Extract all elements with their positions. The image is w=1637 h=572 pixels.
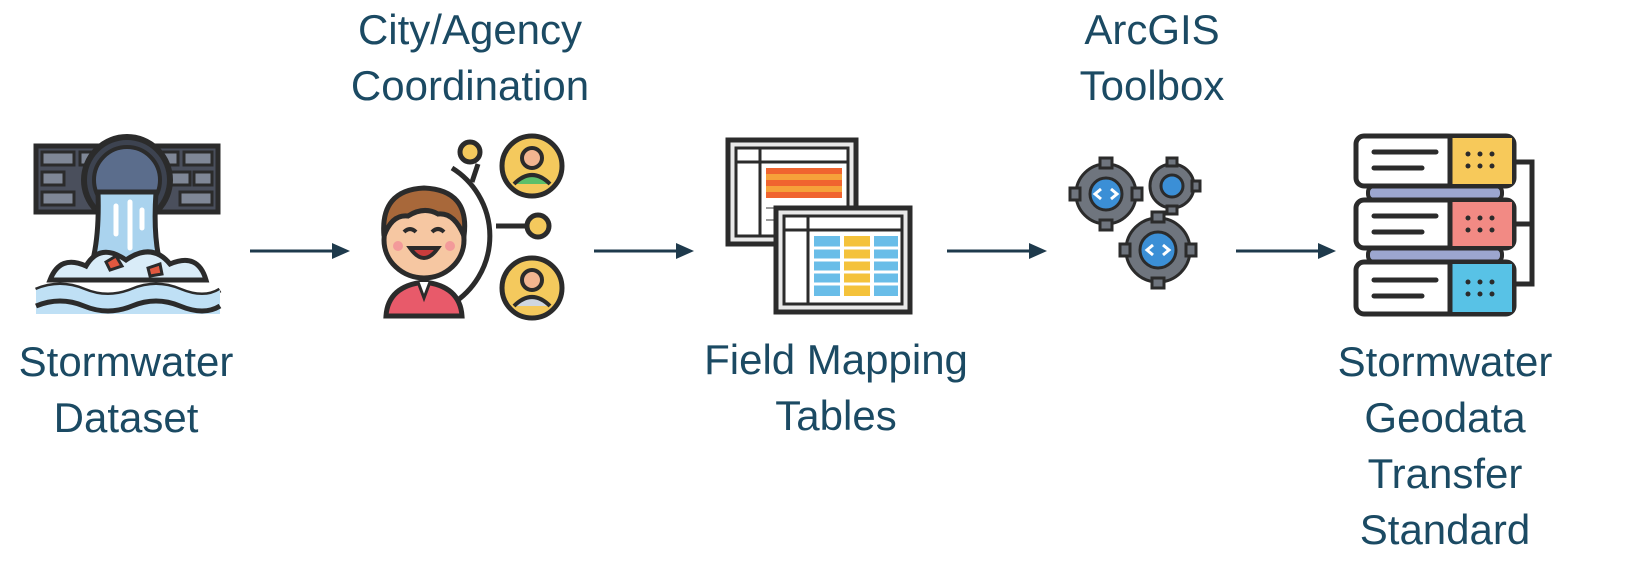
label-line: Tables: [775, 392, 897, 439]
label-line: Stormwater: [18, 338, 234, 385]
flow-arrow: [250, 243, 350, 259]
label-line: Transfer: [1367, 450, 1523, 497]
label-line: Standard: [1359, 506, 1531, 553]
label-line: Dataset: [53, 394, 199, 441]
flow-arrow: [594, 243, 694, 259]
pipe-outfall-icon: [33, 134, 222, 314]
label-line: Toolbox: [1079, 62, 1225, 109]
label-line: Geodata: [1364, 394, 1526, 441]
label-line: Field Mapping: [704, 336, 968, 383]
label-line: Coordination: [350, 62, 590, 109]
label-city-agency-coordination: City/Agency Coordination: [351, 2, 589, 114]
label-stormwater-dataset: Stormwater Dataset: [19, 334, 234, 446]
label-arcgis-toolbox: ArcGIS Toolbox: [1080, 2, 1225, 114]
spreadsheet-tables-icon: [725, 137, 913, 315]
label-field-mapping-tables: Field Mapping Tables: [704, 332, 968, 444]
label-line: Stormwater: [1337, 338, 1553, 385]
label-stormwater-geodata-transfer-standard: Stormwater Geodata Transfer Standard: [1338, 334, 1553, 558]
flow-arrow: [947, 243, 1047, 259]
label-line: City/Agency: [357, 6, 583, 53]
people-network-icon: [381, 133, 565, 321]
gears-code-icon: [1068, 156, 1202, 290]
server-stack-icon: [1353, 133, 1535, 317]
label-line: ArcGIS: [1084, 6, 1220, 53]
flow-arrow: [1236, 243, 1336, 259]
